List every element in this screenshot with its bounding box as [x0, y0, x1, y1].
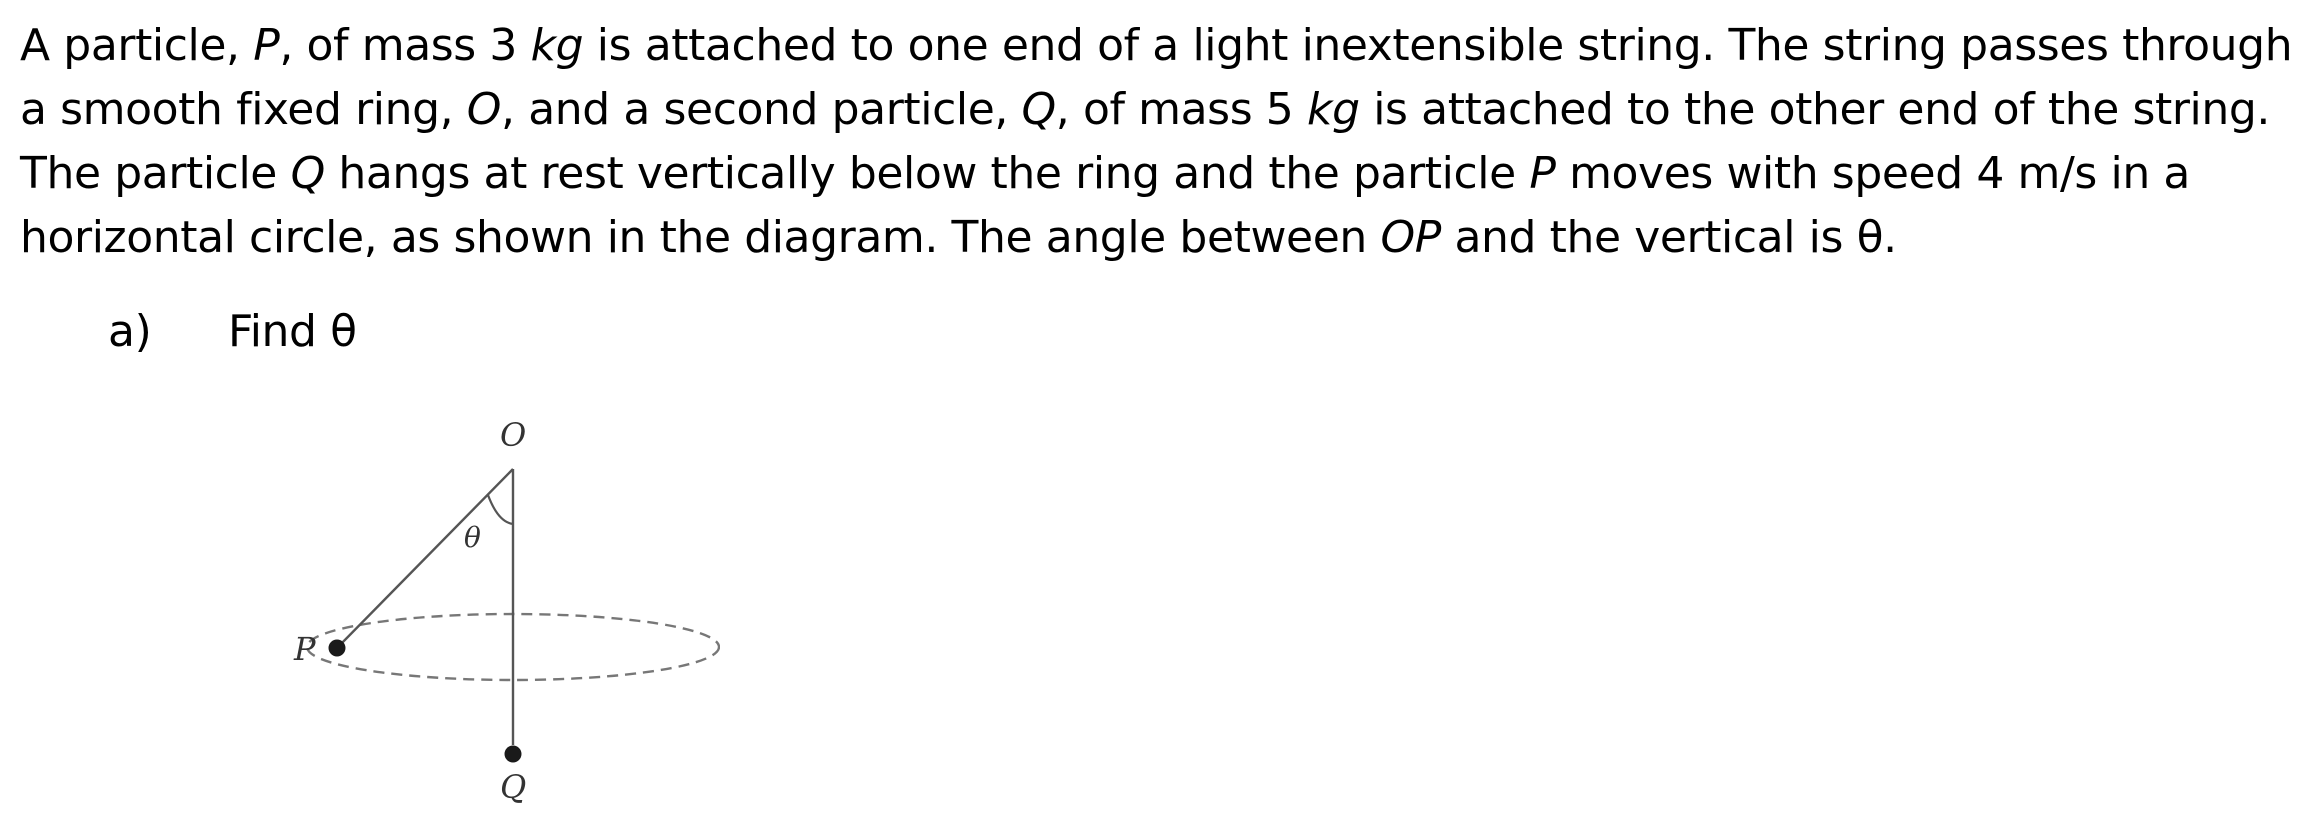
question-text: A particle, P, of mass 3 kg is attached …	[20, 14, 2295, 270]
label-p: P	[293, 630, 316, 668]
string-op	[336, 468, 514, 649]
question-segment: moves with speed 4 m/s in a horizontal c…	[20, 148, 2190, 263]
part-a-label: a)	[108, 306, 152, 357]
label-o: O	[500, 416, 526, 454]
particle-p-symbol: P	[1529, 148, 1556, 199]
particle-q-symbol: Q	[1021, 84, 1057, 135]
question-segment: , of mass 3	[279, 20, 531, 71]
label-theta: θ	[464, 521, 481, 554]
particle-q	[504, 745, 522, 763]
particle-p-symbol: P	[253, 20, 280, 71]
question-segment: , and a second particle,	[501, 84, 1022, 135]
question-segment: is attached to the other end of the stri…	[20, 84, 2270, 199]
ring-o-symbol: O	[466, 84, 502, 135]
unit-kg: kg	[530, 20, 584, 71]
conical-pendulum-diagram: O θ P Q	[293, 416, 720, 806]
unit-kg: kg	[1307, 84, 1360, 135]
question-segment: and the vertical is θ.	[1440, 212, 1897, 263]
part-a: a) Find θ	[108, 300, 357, 364]
theta-angle-arc	[486, 494, 514, 526]
part-a-text: Find θ	[228, 306, 357, 357]
question-segment: , of mass 5	[1055, 84, 1307, 135]
particle-p	[328, 639, 346, 657]
question-segment: hangs at rest vertically below the ring …	[324, 148, 1530, 199]
label-q: Q	[500, 768, 526, 806]
question-segment: A particle,	[20, 20, 254, 71]
particle-q-symbol: Q	[290, 148, 326, 199]
question-segment: is attached to one end of a light inexte…	[20, 20, 2293, 135]
segment-op-symbol: OP	[1380, 212, 1441, 263]
